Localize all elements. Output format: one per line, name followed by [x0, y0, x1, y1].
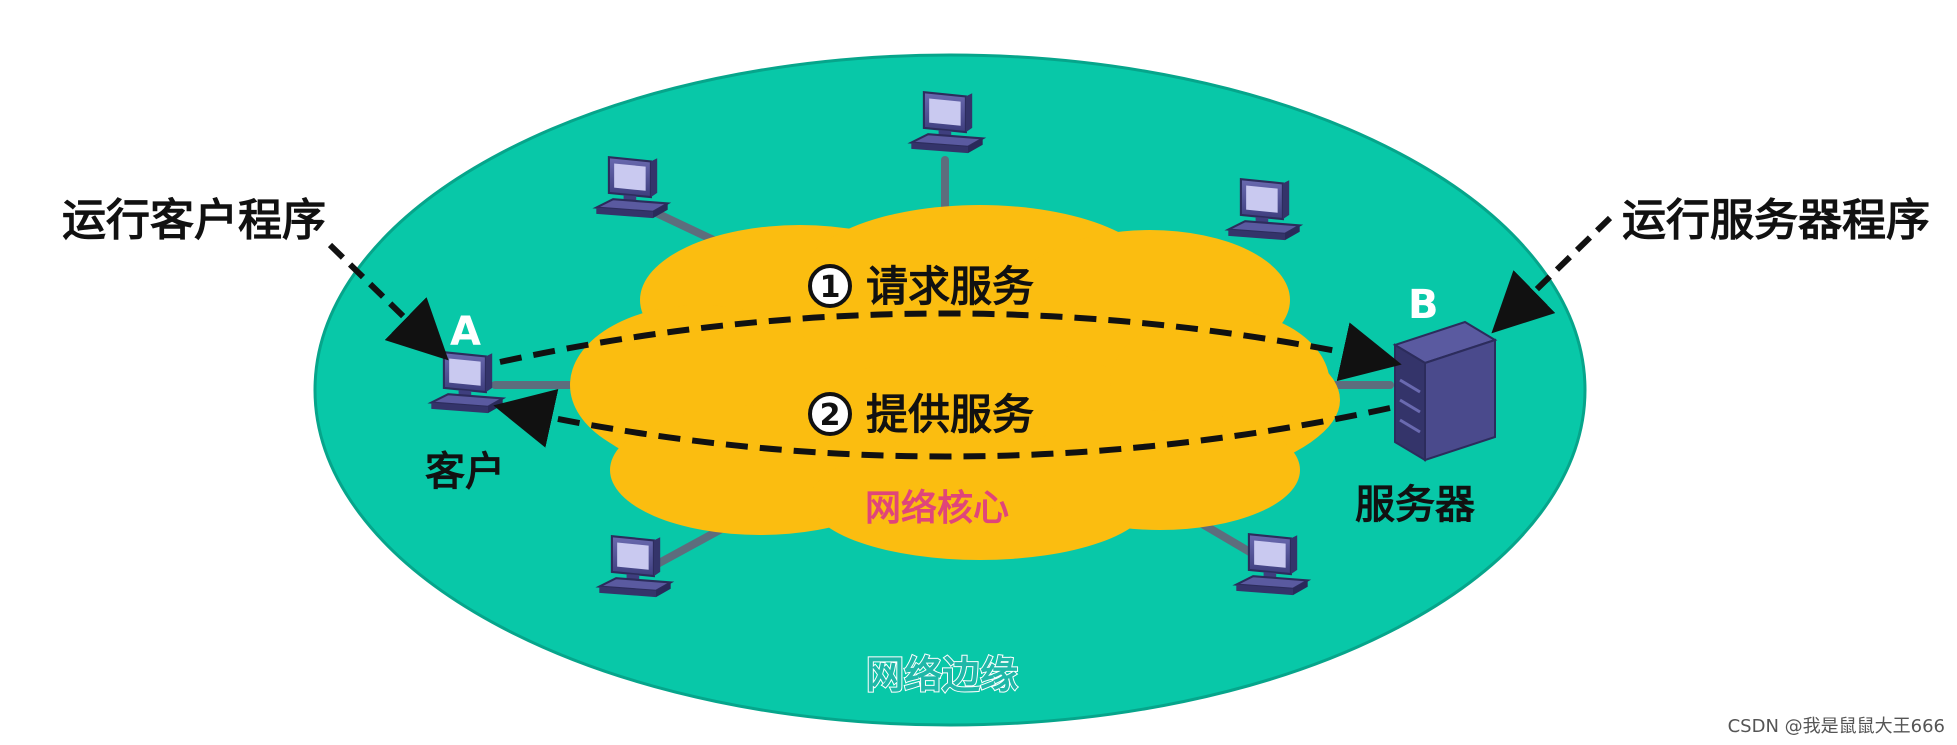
node-a-letter: A	[450, 309, 481, 355]
step2-number: 2	[820, 398, 841, 433]
network-core-cloud	[570, 205, 1340, 560]
network-edge-label: 网络边缘	[866, 653, 1018, 697]
server-label: 服务器	[1355, 482, 1476, 528]
step2-label: 提供服务	[866, 390, 1034, 439]
step1-badge	[808, 264, 852, 308]
server-program-pointer	[1491, 215, 1613, 334]
server-icon	[1392, 320, 1498, 462]
response-arrow	[493, 389, 1391, 460]
step1-label: 请求服务	[866, 262, 1034, 311]
step1-number: 1	[820, 270, 841, 305]
server-program-label: 运行服务器程序	[1622, 195, 1930, 246]
step2-badge	[808, 392, 852, 436]
network-core-label: 网络核心	[865, 487, 1009, 529]
watermark: CSDN @我是鼠鼠大王666	[1728, 716, 1945, 737]
client-program-label: 运行客户程序	[62, 195, 326, 246]
node-b-letter: B	[1408, 282, 1439, 328]
request-arrow	[499, 310, 1402, 382]
client-program-pointer	[327, 242, 449, 361]
client-label: 客户	[425, 449, 505, 495]
